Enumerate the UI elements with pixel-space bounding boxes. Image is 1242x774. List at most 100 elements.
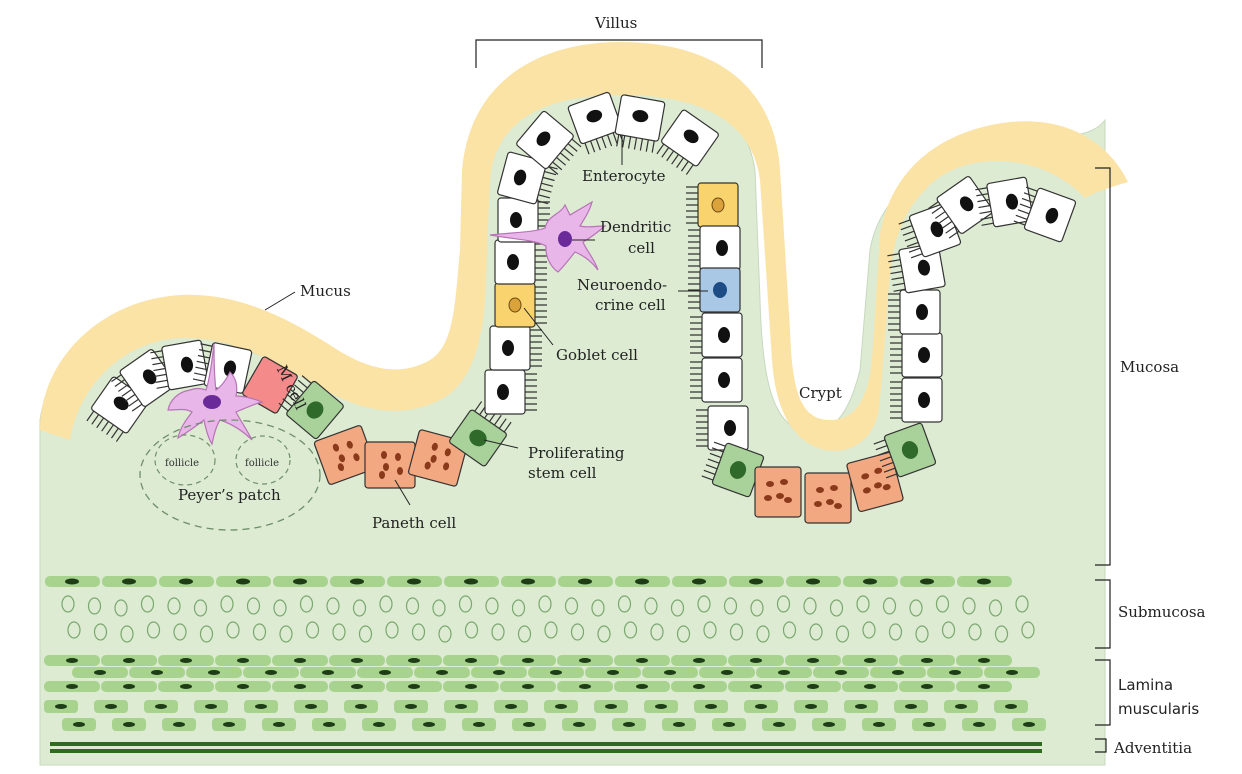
muscle-nucleus bbox=[723, 722, 735, 727]
muscle-nucleus bbox=[350, 579, 364, 585]
muscle-nucleus bbox=[173, 722, 185, 727]
mucus-leader bbox=[265, 292, 295, 310]
muscle-nucleus bbox=[436, 670, 448, 675]
muscle-nucleus bbox=[408, 684, 420, 689]
muscle-nucleus bbox=[692, 579, 706, 585]
muscle-nucleus bbox=[579, 684, 591, 689]
muscle-nucleus bbox=[522, 684, 534, 689]
muscle-nucleus bbox=[293, 579, 307, 585]
lamina-label-1: Lamina bbox=[1118, 676, 1173, 694]
muscle-nucleus bbox=[635, 579, 649, 585]
muscle-nucleus bbox=[407, 579, 421, 585]
muscle-nucleus bbox=[655, 704, 667, 709]
muscle-nucleus bbox=[755, 704, 767, 709]
muscle-nucleus bbox=[807, 684, 819, 689]
adventitia-layer-2 bbox=[50, 749, 1042, 753]
muscle-nucleus bbox=[805, 704, 817, 709]
stem-cell-label-1: Proliferating bbox=[528, 444, 625, 462]
muscle-nucleus bbox=[579, 658, 591, 663]
muscle-nucleus bbox=[623, 722, 635, 727]
muscle-nucleus bbox=[465, 684, 477, 689]
muscle-nucleus bbox=[864, 684, 876, 689]
muscle-nucleus bbox=[405, 704, 417, 709]
muscle-nucleus bbox=[155, 704, 167, 709]
muscle-nucleus bbox=[294, 684, 306, 689]
muscle-nucleus bbox=[236, 579, 250, 585]
muscle-nucleus bbox=[465, 658, 477, 663]
muscle-nucleus bbox=[673, 722, 685, 727]
muscle-nucleus bbox=[355, 704, 367, 709]
muscle-nucleus bbox=[863, 579, 877, 585]
muscle-nucleus bbox=[237, 684, 249, 689]
paneth-cell-label: Paneth cell bbox=[372, 514, 456, 532]
muscle-nucleus bbox=[1005, 704, 1017, 709]
dendritic-label-1: Dendritic bbox=[600, 218, 671, 236]
muscle-nucleus bbox=[920, 579, 934, 585]
muscle-nucleus bbox=[806, 579, 820, 585]
muscle-nucleus bbox=[607, 670, 619, 675]
muscle-nucleus bbox=[464, 579, 478, 585]
muscle-nucleus bbox=[773, 722, 785, 727]
muscle-nucleus bbox=[265, 670, 277, 675]
muscle-nucleus bbox=[373, 722, 385, 727]
muscle-nucleus bbox=[636, 658, 648, 663]
muscle-nucleus bbox=[322, 670, 334, 675]
muscle-nucleus bbox=[978, 684, 990, 689]
follicle-left-label: follicle bbox=[165, 458, 199, 469]
muscle-nucleus bbox=[379, 670, 391, 675]
muscle-nucleus bbox=[455, 704, 467, 709]
peyers-patch-label: Peyer’s patch bbox=[178, 486, 281, 504]
muscle-nucleus bbox=[573, 722, 585, 727]
muscle-nucleus bbox=[94, 670, 106, 675]
muscle-nucleus bbox=[636, 684, 648, 689]
muscle-nucleus bbox=[323, 722, 335, 727]
muscle-nucleus bbox=[351, 684, 363, 689]
lamina-label-2: muscularis bbox=[1118, 700, 1199, 718]
muscle-nucleus bbox=[408, 658, 420, 663]
muscle-nucleus bbox=[505, 704, 517, 709]
muscle-nucleus bbox=[923, 722, 935, 727]
muscle-nucleus bbox=[693, 684, 705, 689]
muscle-nucleus bbox=[523, 722, 535, 727]
muscle-nucleus bbox=[493, 670, 505, 675]
muscle-nucleus bbox=[123, 722, 135, 727]
goblet-cell-label: Goblet cell bbox=[556, 346, 638, 364]
muscle-nucleus bbox=[921, 658, 933, 663]
paneth-cell bbox=[365, 442, 415, 488]
muscle-nucleus bbox=[823, 722, 835, 727]
muscle-nucleus bbox=[973, 722, 985, 727]
muscle-nucleus bbox=[749, 579, 763, 585]
muscle-nucleus bbox=[864, 658, 876, 663]
follicle-right-label: follicle bbox=[245, 458, 279, 469]
muscle-nucleus bbox=[1023, 722, 1035, 727]
muscle-nucleus bbox=[223, 722, 235, 727]
muscle-nucleus bbox=[73, 722, 85, 727]
muscle-nucleus bbox=[873, 722, 885, 727]
neuroendocrine-label-2: crine cell bbox=[595, 296, 666, 314]
muscle-nucleus bbox=[977, 579, 991, 585]
stem-cell-label-2: stem cell bbox=[528, 464, 597, 482]
muscle-nucleus bbox=[750, 684, 762, 689]
paneth-cell bbox=[805, 473, 851, 523]
muscle-nucleus bbox=[921, 684, 933, 689]
muscle-nucleus bbox=[205, 704, 217, 709]
crypt-label: Crypt bbox=[799, 384, 842, 402]
muscle-nucleus bbox=[55, 704, 67, 709]
muscle-nucleus bbox=[955, 704, 967, 709]
mucus-label: Mucus bbox=[300, 282, 351, 300]
muscle-nucleus bbox=[473, 722, 485, 727]
muscle-nucleus bbox=[892, 670, 904, 675]
dendritic-label-2: cell bbox=[628, 239, 655, 257]
adventitia-label: Adventitia bbox=[1113, 739, 1192, 757]
muscle-nucleus bbox=[208, 670, 220, 675]
muscle-nucleus bbox=[578, 579, 592, 585]
muscle-nucleus bbox=[151, 670, 163, 675]
mucosa-label: Mucosa bbox=[1120, 358, 1179, 376]
muscle-nucleus bbox=[555, 704, 567, 709]
muscle-nucleus bbox=[255, 704, 267, 709]
muscle-nucleus bbox=[66, 684, 78, 689]
muscle-nucleus bbox=[179, 579, 193, 585]
neuroendocrine-label-1: Neuroendo- bbox=[577, 276, 667, 294]
muscle-nucleus bbox=[122, 579, 136, 585]
